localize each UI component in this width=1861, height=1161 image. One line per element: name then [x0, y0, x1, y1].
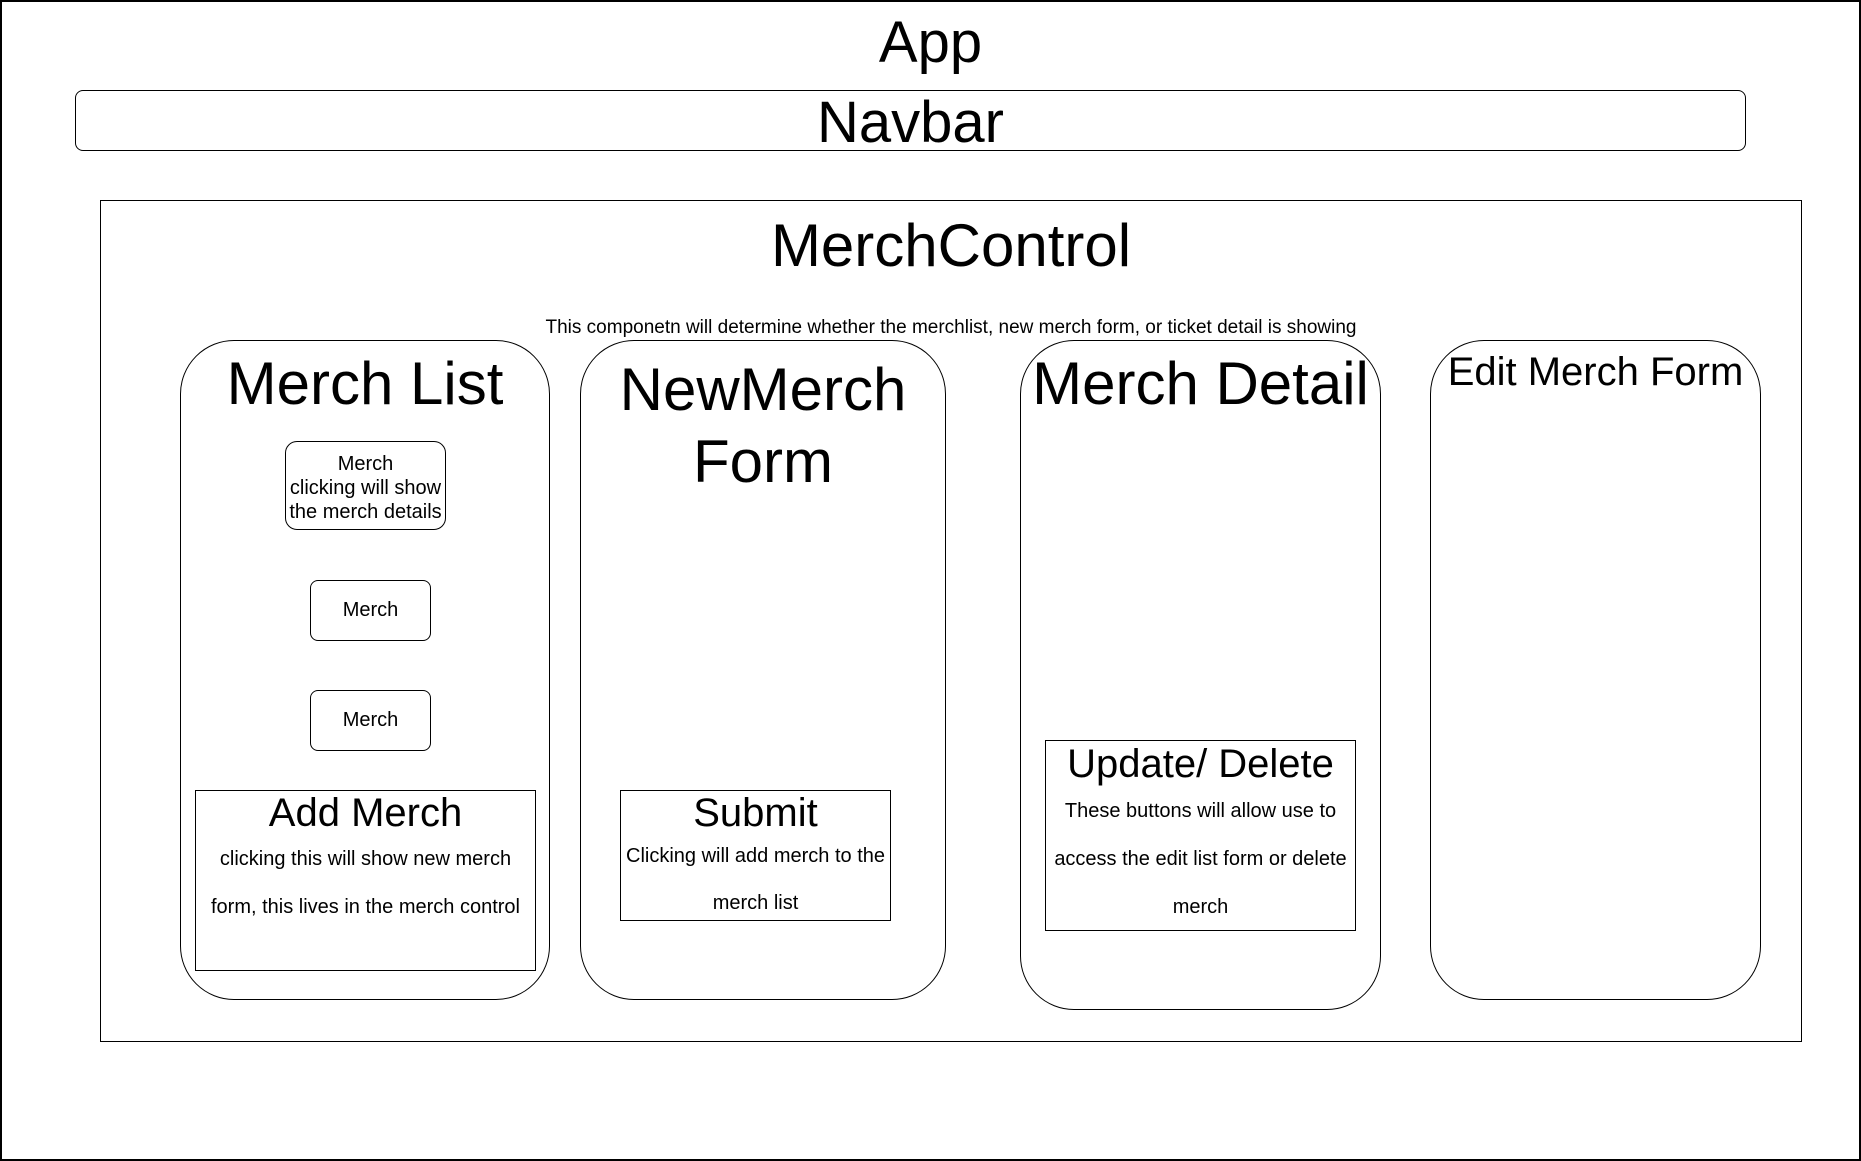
- submit-note: Clicking will add merch to the merch lis…: [626, 845, 885, 914]
- add-merch-note: clicking this will show new merch form, …: [211, 848, 520, 918]
- merch-detail-panel: [1020, 340, 1381, 1010]
- submit-title: Submit: [693, 791, 818, 835]
- add-merch-title: Add Merch: [268, 791, 463, 835]
- merch-item-note: clicking will show the merch details: [289, 477, 442, 523]
- merch-item-label: Merch: [342, 599, 399, 621]
- new-merch-form-title-line2: Form: [693, 428, 833, 495]
- update-delete-title: Update/ Delete: [1067, 742, 1334, 786]
- navbar-label: Navbar: [817, 90, 1004, 155]
- update-delete-note: These buttons will allow use to access t…: [1054, 800, 1347, 918]
- merch-control-description: This componetn will determine whether th…: [545, 317, 1357, 338]
- merch-item-label: Merch: [337, 453, 394, 475]
- new-merch-form-title-line1: NewMerch: [619, 356, 907, 423]
- add-merch-button[interactable]: Add Merch clicking this will show new me…: [195, 790, 536, 971]
- merch-control-container: [100, 200, 1802, 1042]
- merch-item-label: Merch: [342, 709, 399, 731]
- submit-button[interactable]: Submit Clicking will add merch to the me…: [620, 790, 891, 921]
- merch-item[interactable]: Merch: [310, 580, 431, 641]
- new-merch-form-panel: [580, 340, 946, 1000]
- merch-list-panel: [180, 340, 550, 1000]
- merch-detail-title: Merch Detail: [1032, 350, 1369, 417]
- merch-list-title: Merch List: [226, 350, 504, 417]
- merch-item-with-note[interactable]: Merch clicking will show the merch detai…: [285, 441, 446, 530]
- merch-item[interactable]: Merch: [310, 690, 431, 751]
- new-merch-form-title: NewMerch Form: [580, 354, 946, 498]
- edit-merch-form-title: Edit Merch Form: [1447, 350, 1744, 394]
- update-delete-buttons[interactable]: Update/ Delete These buttons will allow …: [1045, 740, 1356, 931]
- merch-control-title: MerchControl: [770, 212, 1132, 279]
- app-title: App: [878, 10, 983, 75]
- edit-merch-form-panel: [1430, 340, 1761, 1000]
- navbar: [75, 90, 1746, 151]
